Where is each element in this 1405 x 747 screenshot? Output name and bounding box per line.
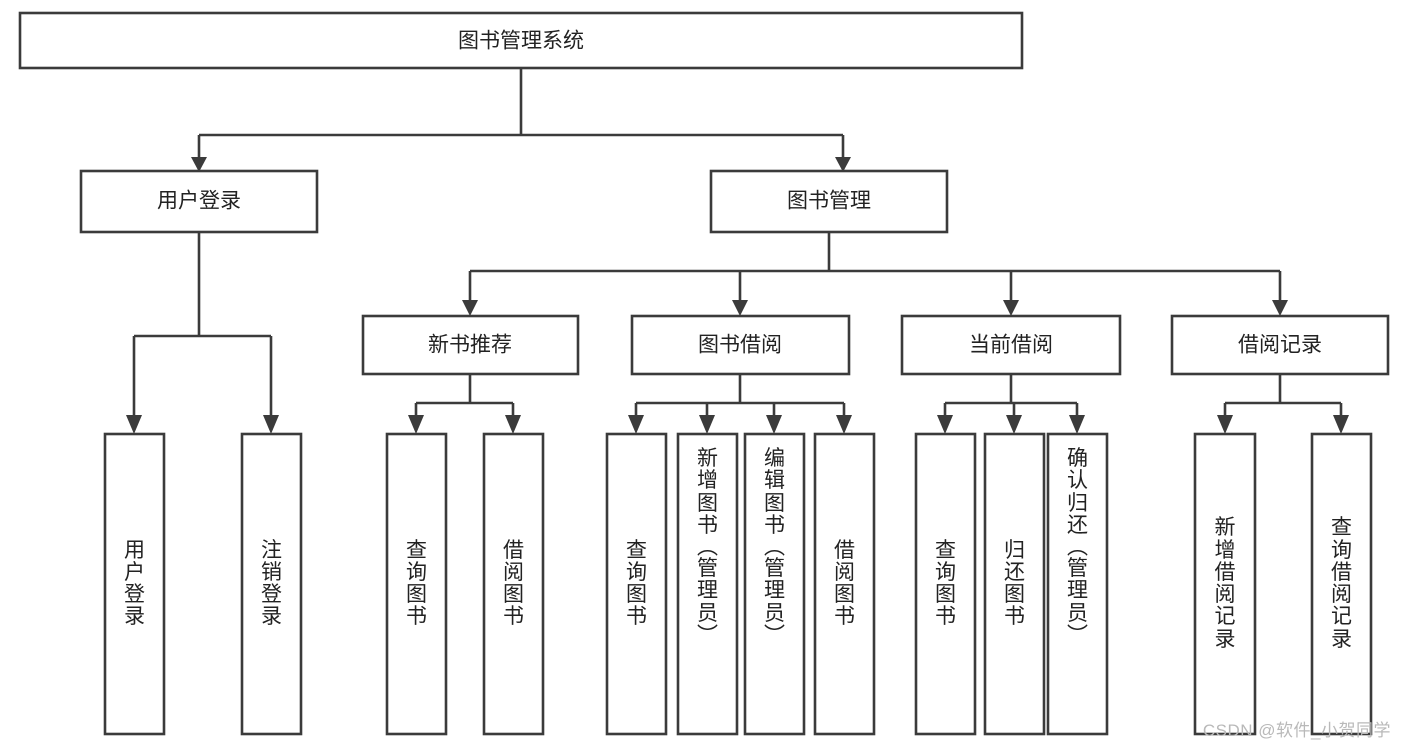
node-book-borrow-label: 图书借阅 <box>698 334 782 357</box>
watermark: CSDN @软件_小贺同学 <box>1202 721 1391 740</box>
connector-root-to-level2 <box>191 68 851 172</box>
connector-bookborrow-to-leaves <box>628 374 852 434</box>
node-leaf-query-book-1[interactable] <box>385 432 448 736</box>
node-leaf-user-login[interactable] <box>103 432 166 736</box>
node-borrow-record[interactable]: 借阅记录 <box>1170 314 1390 376</box>
node-root-label: 图书管理系统 <box>458 30 584 53</box>
connector-currentborrow-to-leaves <box>937 374 1085 434</box>
node-leaf-add-book[interactable] <box>676 432 739 736</box>
node-current-borrow[interactable]: 当前借阅 <box>900 314 1122 376</box>
node-leaf-confirm-return[interactable] <box>1046 432 1109 736</box>
node-new-book-recommend[interactable]: 新书推荐 <box>361 314 580 376</box>
node-book-manage[interactable]: 图书管理 <box>709 169 949 234</box>
node-root[interactable]: 图书管理系统 <box>18 11 1024 70</box>
node-leaf-query-book-2[interactable] <box>605 432 668 736</box>
leaf-boxes <box>103 432 1373 736</box>
node-leaf-query-record[interactable] <box>1310 432 1373 736</box>
node-current-borrow-label: 当前借阅 <box>969 334 1053 357</box>
connector-borrowrecord-to-leaves <box>1217 374 1349 434</box>
node-book-borrow[interactable]: 图书借阅 <box>630 314 851 376</box>
node-book-manage-label: 图书管理 <box>787 190 871 213</box>
node-leaf-edit-book[interactable] <box>743 432 806 736</box>
node-leaf-borrow-book-2[interactable] <box>813 432 876 736</box>
node-new-book-recommend-label: 新书推荐 <box>428 334 512 357</box>
node-borrow-record-label: 借阅记录 <box>1238 334 1322 357</box>
connector-userlogin-to-leaves <box>126 232 279 434</box>
node-leaf-add-record[interactable] <box>1193 432 1257 736</box>
node-leaf-borrow-book-1[interactable] <box>482 432 545 736</box>
node-leaf-query-book-3[interactable] <box>914 432 977 736</box>
node-leaf-return-book[interactable] <box>983 432 1046 736</box>
node-user-login[interactable]: 用户登录 <box>79 169 319 234</box>
node-user-login-label: 用户登录 <box>157 190 241 213</box>
connector-bookmanage-to-level3 <box>462 232 1288 316</box>
node-leaf-logout-login[interactable] <box>240 432 303 736</box>
connector-newbook-to-leaves <box>408 374 521 434</box>
